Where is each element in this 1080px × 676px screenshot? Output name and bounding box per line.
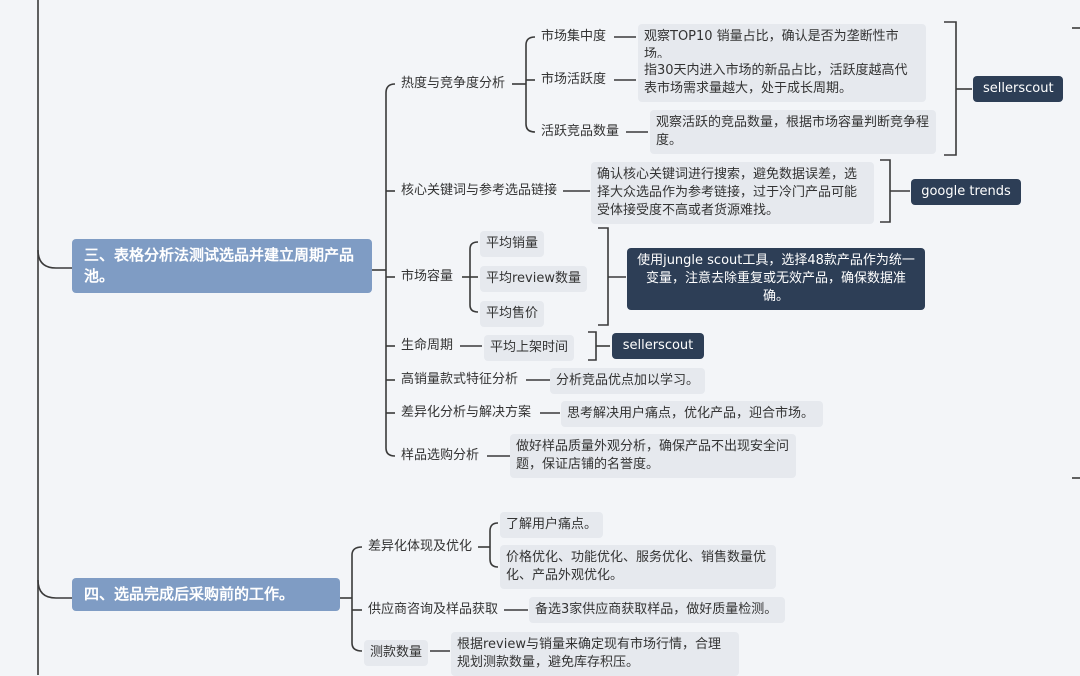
note-supplier-samples: 备选3家供应商获取样品，做好质量检测。 — [529, 597, 785, 623]
child-active-competitors[interactable]: 活跃竞品数量 — [537, 123, 624, 141]
child-avg-listing-time[interactable]: 平均上架时间 — [484, 335, 575, 361]
branch-differentiation[interactable]: 差异化分析与解决方案 — [397, 404, 536, 422]
section-3-title[interactable]: 三、表格分析法测试选品并建立周期产品池。 — [72, 239, 372, 293]
branch-sample-analysis[interactable]: 样品选购分析 — [397, 447, 484, 465]
child-user-pain-points: 了解用户痛点。 — [500, 512, 604, 538]
note-keywords: 确认核心关键词进行搜索，避免数据误差，选择大众选品作为参考链接，过于冷门产品可能… — [591, 162, 874, 224]
branch-supplier-samples[interactable]: 供应商咨询及样品获取 — [364, 601, 503, 619]
branch-market-capacity[interactable]: 市场容量 — [397, 268, 458, 286]
branch-heat-competition[interactable]: 热度与竞争度分析 — [397, 75, 510, 93]
child-avg-reviews[interactable]: 平均review数量 — [480, 266, 587, 292]
child-market-concentration[interactable]: 市场集中度 — [537, 28, 611, 46]
child-avg-price[interactable]: 平均售价 — [480, 301, 545, 327]
child-market-activity[interactable]: 市场活跃度 — [537, 71, 611, 89]
tool-google-trends[interactable]: google trends — [911, 179, 1021, 205]
note-differentiation: 思考解决用户痛点，优化产品，迎合市场。 — [561, 401, 823, 427]
note-market-activity: 指30天内进入市场的新品占比，活跃度越高代表市场需求量越大，处于成长周期。 — [638, 58, 926, 102]
child-avg-sales[interactable]: 平均销量 — [480, 231, 545, 257]
tool-sellerscout-2[interactable]: sellerscout — [612, 333, 704, 359]
note-bestseller-features: 分析竞品优点加以学习。 — [550, 368, 705, 394]
note-test-quantity: 根据review与销量来确定现有市场行情，合理规划测款数量，避免库存积压。 — [451, 632, 739, 676]
note-sample-analysis: 做好样品质量外观分析，确保产品不出现安全问题，保证店铺的名誉度。 — [510, 434, 796, 478]
branch-test-quantity[interactable]: 测款数量 — [364, 640, 429, 666]
child-optimizations: 价格优化、功能优化、服务优化、销售数量优化、产品外观优化。 — [500, 545, 776, 589]
branch-lifecycle[interactable]: 生命周期 — [397, 337, 458, 355]
tool-jungle-scout[interactable]: 使用jungle scout工具，选择48款产品作为统一变量，注意去除重复或无效… — [627, 248, 925, 310]
branch-keywords[interactable]: 核心关键词与参考选品链接 — [397, 182, 562, 200]
branch-bestseller-features[interactable]: 高销量款式特征分析 — [397, 371, 523, 389]
tool-sellerscout-1[interactable]: sellerscout — [973, 76, 1063, 102]
note-active-competitors: 观察活跃的竞品数量，根据市场容量判断竞争程度。 — [650, 110, 936, 154]
branch-diff-optimization[interactable]: 差异化体现及优化 — [364, 538, 477, 556]
section-4-title[interactable]: 四、选品完成后采购前的工作。 — [72, 578, 340, 611]
